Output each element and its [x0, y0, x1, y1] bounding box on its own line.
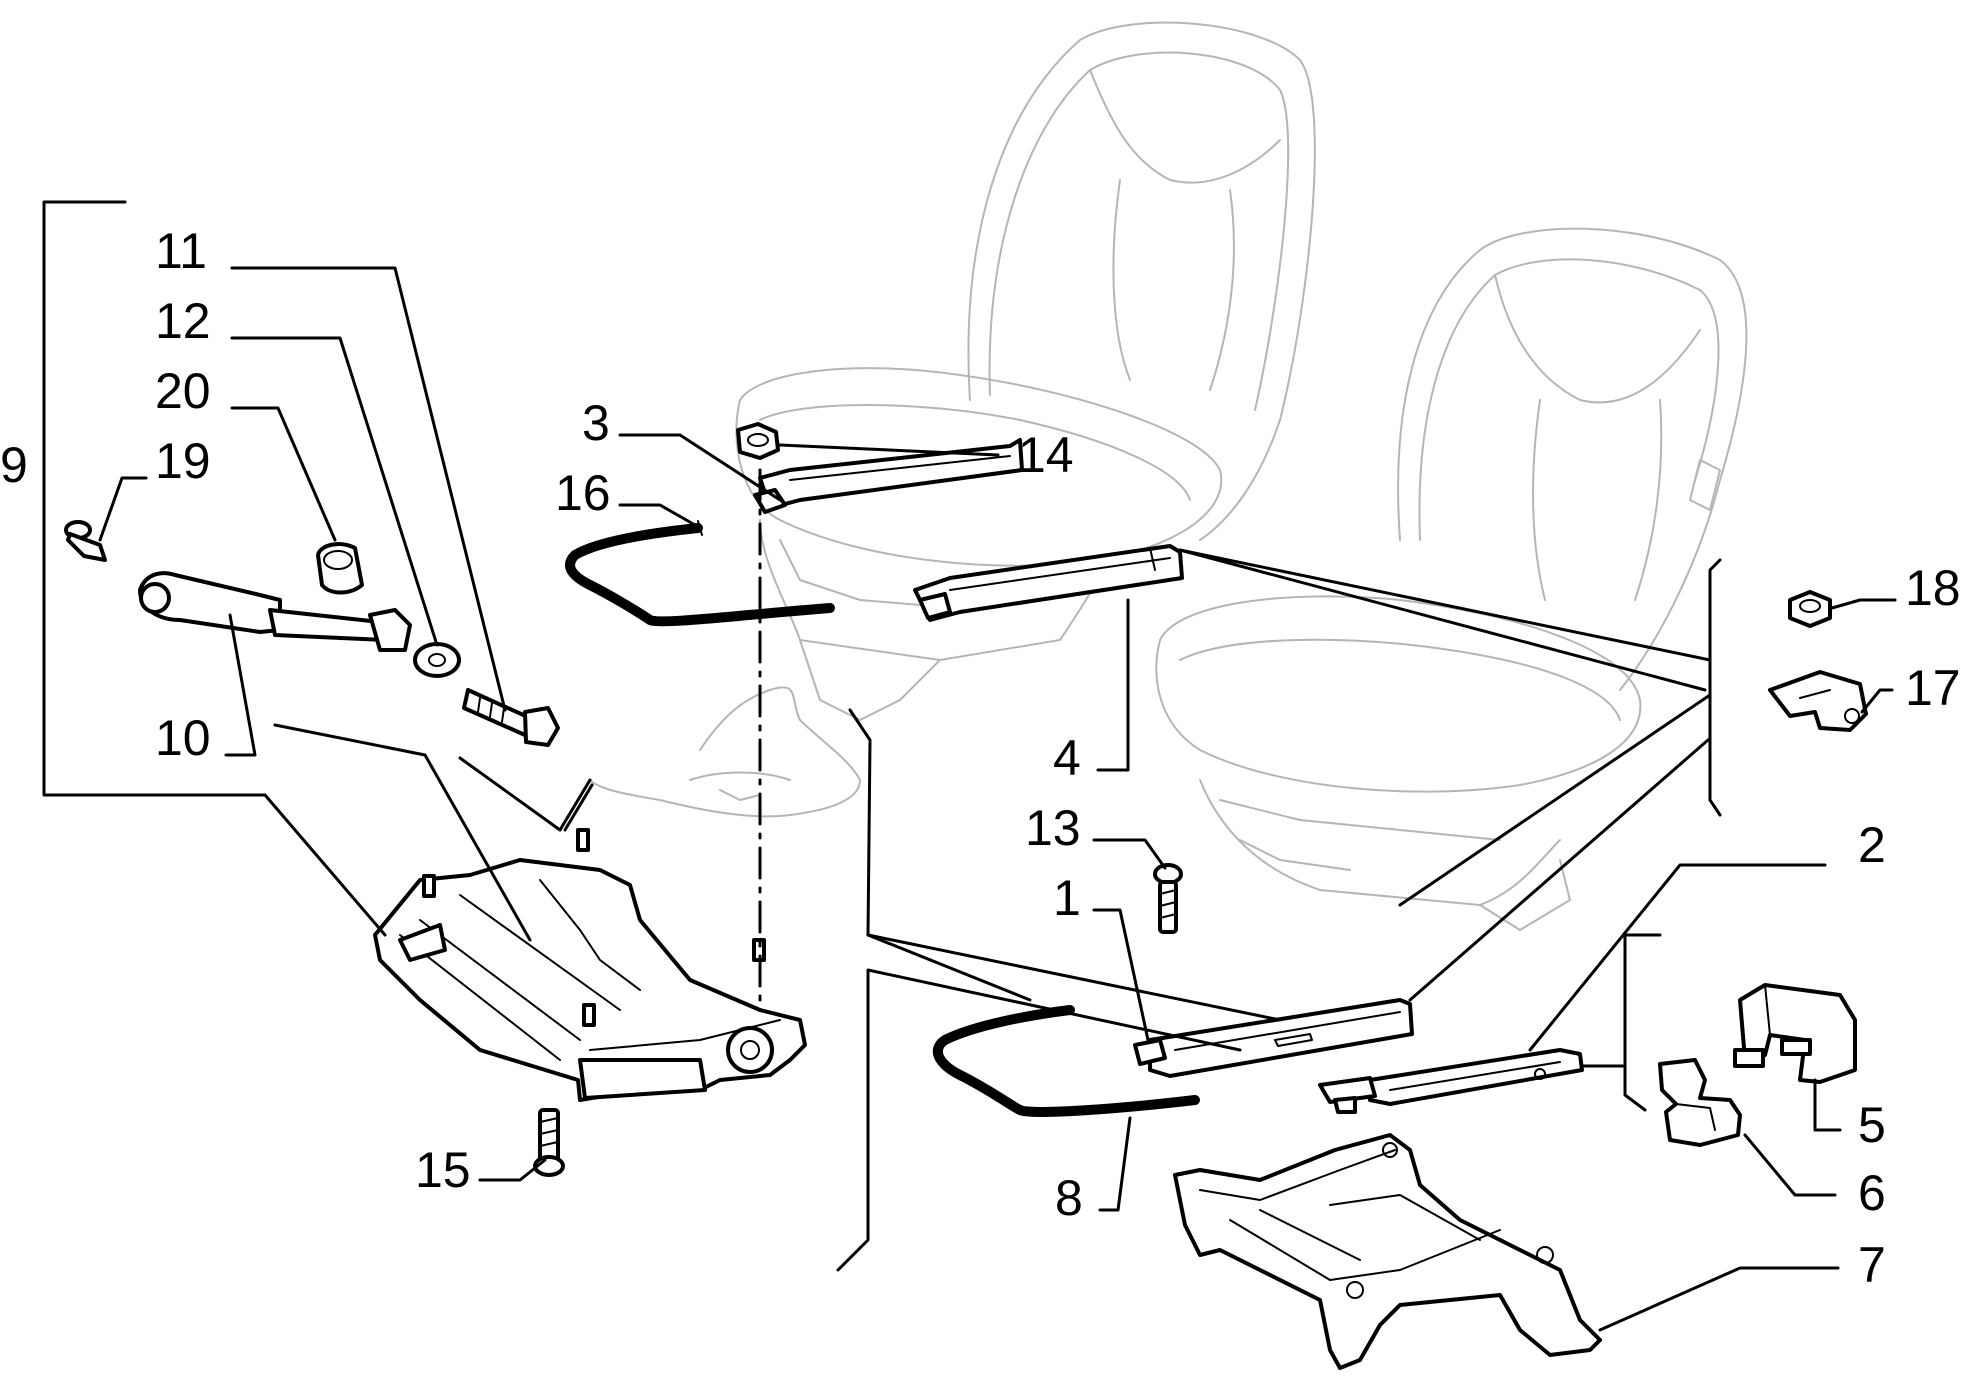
- callout-9: 9: [0, 437, 28, 493]
- callout-3: 3: [582, 395, 610, 451]
- callout-labels: 11 12 20 9 19 10 3 16 14 4 13 1 18 17 2 …: [0, 223, 1961, 1293]
- callout-8: 8: [1055, 1170, 1083, 1226]
- part-13-bolt: [1153, 863, 1183, 934]
- callout-11: 11: [155, 223, 207, 279]
- part-3-rail-upper: [753, 438, 1024, 514]
- part-19-pin: [64, 520, 107, 562]
- part-11-bolt: [462, 688, 560, 747]
- part-4-rail-lower: [913, 544, 1184, 622]
- part-20-bushing: [316, 542, 364, 595]
- callout-7: 7: [1858, 1237, 1886, 1293]
- callout-14: 14: [1018, 427, 1074, 483]
- part-5-clip: [1733, 983, 1857, 1084]
- part-18-nut: [1788, 590, 1832, 628]
- part-14-nut: [736, 422, 780, 460]
- callout-1: 1: [1053, 870, 1081, 926]
- part-12-washer: [413, 642, 461, 678]
- part-1-slide-rail: [1133, 998, 1414, 1078]
- callout-2: 2: [1858, 817, 1886, 873]
- cushion-ghost-outline: [589, 686, 861, 818]
- leader-lines: [42, 200, 1897, 1332]
- part-8-wire-loop: [932, 1005, 1200, 1117]
- part-10-gas-strut: [138, 571, 412, 652]
- part-7-seat-frame: [1173, 1133, 1602, 1370]
- callout-10: 10: [155, 710, 211, 766]
- seat-left-ghost: [735, 21, 1316, 721]
- callout-6: 6: [1858, 1165, 1886, 1221]
- callout-12: 12: [155, 293, 211, 349]
- part-15-bolt: [533, 1108, 565, 1177]
- callout-5: 5: [1858, 1097, 1886, 1153]
- callout-15: 15: [415, 1142, 471, 1198]
- callout-18: 18: [1905, 560, 1961, 616]
- callout-13: 13: [1025, 800, 1081, 856]
- callout-16: 16: [555, 465, 611, 521]
- callout-20: 20: [155, 363, 211, 419]
- callout-17: 17: [1905, 660, 1961, 716]
- part-2-slide-rail: [1318, 1048, 1584, 1114]
- part-9-base-assembly: [373, 828, 807, 1102]
- callout-19: 19: [155, 433, 211, 489]
- part-16-wire-loop: [565, 520, 835, 627]
- seat-right-ghost: [1155, 227, 1748, 931]
- callout-4: 4: [1053, 730, 1081, 786]
- part-17-bracket: [1768, 670, 1868, 732]
- part-6-clip: [1658, 1058, 1742, 1147]
